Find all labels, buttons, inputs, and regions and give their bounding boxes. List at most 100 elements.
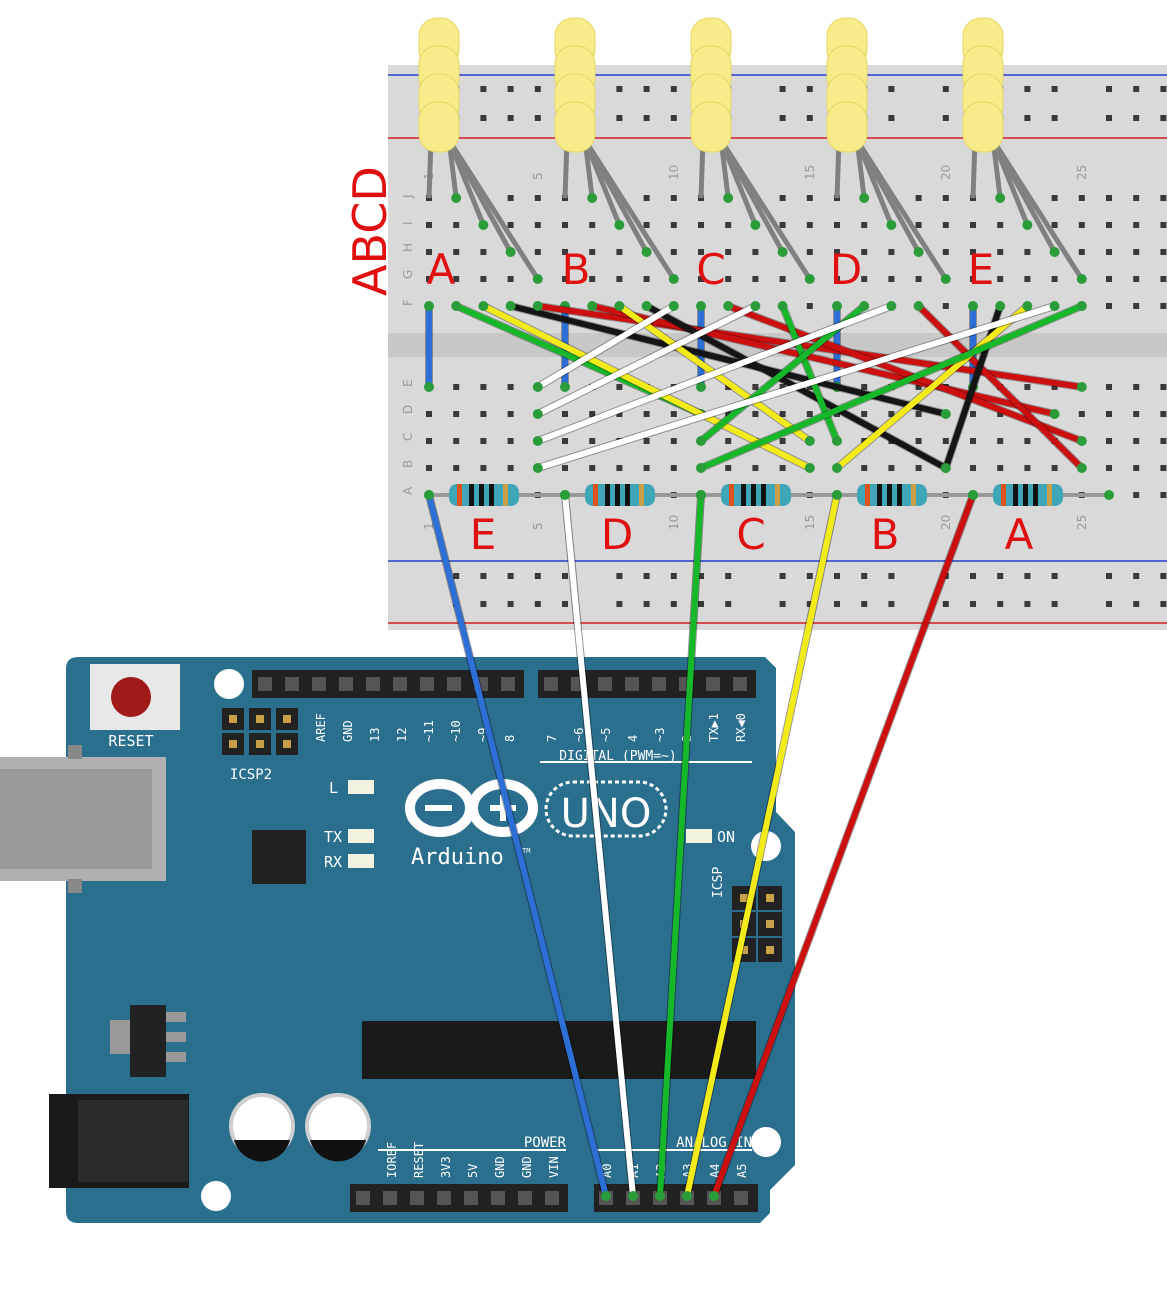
cross-jumper-end	[696, 463, 706, 473]
breadboard-hole	[1160, 195, 1167, 201]
breadboard-hole	[616, 411, 623, 417]
breadboard-hole	[534, 249, 541, 255]
rail-hole	[1160, 86, 1167, 92]
breadboard-hole	[834, 249, 840, 255]
led-icon	[554, 101, 596, 153]
rail-hole	[616, 573, 623, 579]
rail-hole	[1133, 86, 1140, 92]
rail-hole	[806, 115, 813, 121]
cross-jumper-end	[804, 436, 815, 446]
column-number: 20	[939, 515, 953, 530]
analog-pin-label: A4	[708, 1164, 722, 1178]
resistor-band	[877, 484, 882, 506]
resistor-band	[911, 484, 916, 506]
arduino-wire	[562, 492, 636, 1199]
reset-button[interactable]	[111, 677, 151, 717]
row-letter: E	[401, 379, 415, 387]
resistor-band	[1047, 484, 1052, 506]
rail-hole	[507, 115, 514, 121]
pin-socket	[501, 677, 515, 691]
column-numbers: 11551010151520202525	[422, 165, 1089, 530]
microcontroller-chip	[362, 1021, 756, 1079]
cross-jumper	[534, 303, 1085, 390]
breadboard-hole	[861, 411, 868, 417]
rail-hole	[616, 115, 623, 121]
blue-jumper-end	[968, 301, 978, 311]
row-letter: J	[401, 194, 415, 199]
pin-socket	[464, 1191, 478, 1205]
breadboard-hole	[915, 222, 922, 228]
breadboard-hole	[589, 222, 596, 228]
rail-hole	[834, 601, 840, 607]
breadboard-hole	[507, 222, 514, 228]
cross-jumper-end	[1076, 463, 1087, 473]
cross-jumper-end	[1022, 301, 1033, 311]
arduino-pcb	[66, 657, 795, 1223]
arduino-wire-end	[696, 490, 706, 500]
rail-hole	[1024, 115, 1031, 121]
breadboard-hole	[970, 411, 976, 417]
breadboard-hole	[1133, 465, 1140, 471]
icsp-pin-core	[766, 894, 774, 902]
breadboard-hole	[1133, 492, 1140, 498]
pin-socket	[545, 1191, 559, 1205]
breadboard-hole	[480, 465, 487, 471]
digital-pin-label: 12	[395, 728, 409, 742]
cross-jumper-end	[478, 301, 489, 311]
column-number: 25	[1075, 515, 1089, 530]
breadboard-hole	[806, 195, 813, 201]
cross-jumper-end	[832, 463, 842, 473]
breadboard-hole	[534, 222, 541, 228]
breadboard-hole	[643, 438, 650, 444]
breadboard-hole	[752, 465, 759, 471]
breadboard-hole	[861, 465, 868, 471]
led-leg-end	[505, 247, 516, 257]
digital-pin-label: RX◀0	[734, 713, 748, 742]
breadboard-hole	[507, 465, 514, 471]
breadboard-hole	[616, 276, 623, 282]
breadboard-hole	[589, 276, 596, 282]
rail-hole	[942, 601, 949, 607]
blue-jumper-end	[832, 301, 842, 311]
trademark-label: TM	[522, 847, 530, 855]
breadboard-hole	[1078, 195, 1085, 201]
breadboard-hole	[670, 195, 677, 201]
breadboard-hole	[1106, 465, 1112, 471]
breadboard-hole	[426, 465, 432, 471]
cross-jumper-end	[1076, 301, 1087, 311]
row-letter: F	[401, 299, 415, 306]
arduino-wire	[657, 492, 704, 1199]
arduino-wire-end	[832, 490, 842, 500]
led-leg-end	[641, 247, 652, 257]
resistor-band	[897, 484, 902, 506]
column-number: 5	[531, 172, 545, 180]
led-leg-end	[1049, 247, 1060, 257]
rail-hole	[942, 86, 949, 92]
cross-jumper-end	[614, 301, 625, 311]
cross-jumper-end	[913, 301, 924, 311]
breadboard-hole	[806, 222, 813, 228]
breadboard-hole	[453, 276, 460, 282]
breadboard-hole	[643, 276, 650, 282]
breadboard-hole	[480, 438, 487, 444]
breadboard-hole	[997, 411, 1004, 417]
breadboard-hole	[562, 411, 568, 417]
icsp2-label: ICSP2	[230, 767, 272, 783]
breadboard-hole	[426, 438, 432, 444]
cross-jumper	[725, 303, 1085, 444]
breadboard-hole	[643, 195, 650, 201]
resistor-band	[1033, 484, 1038, 506]
breadboard-hole	[997, 465, 1004, 471]
cross-jumper	[534, 303, 759, 417]
rail-hole	[670, 86, 677, 92]
breadboard-hole	[507, 438, 514, 444]
breadboard-hole	[1106, 438, 1112, 444]
breadboard-hole	[915, 438, 922, 444]
resistor-band	[761, 484, 766, 506]
breadboard-hole	[453, 384, 460, 390]
rail-hole	[1106, 601, 1112, 607]
blue-jumper-end	[696, 301, 706, 311]
breadboard-hole	[562, 276, 568, 282]
rail-hole	[997, 573, 1004, 579]
